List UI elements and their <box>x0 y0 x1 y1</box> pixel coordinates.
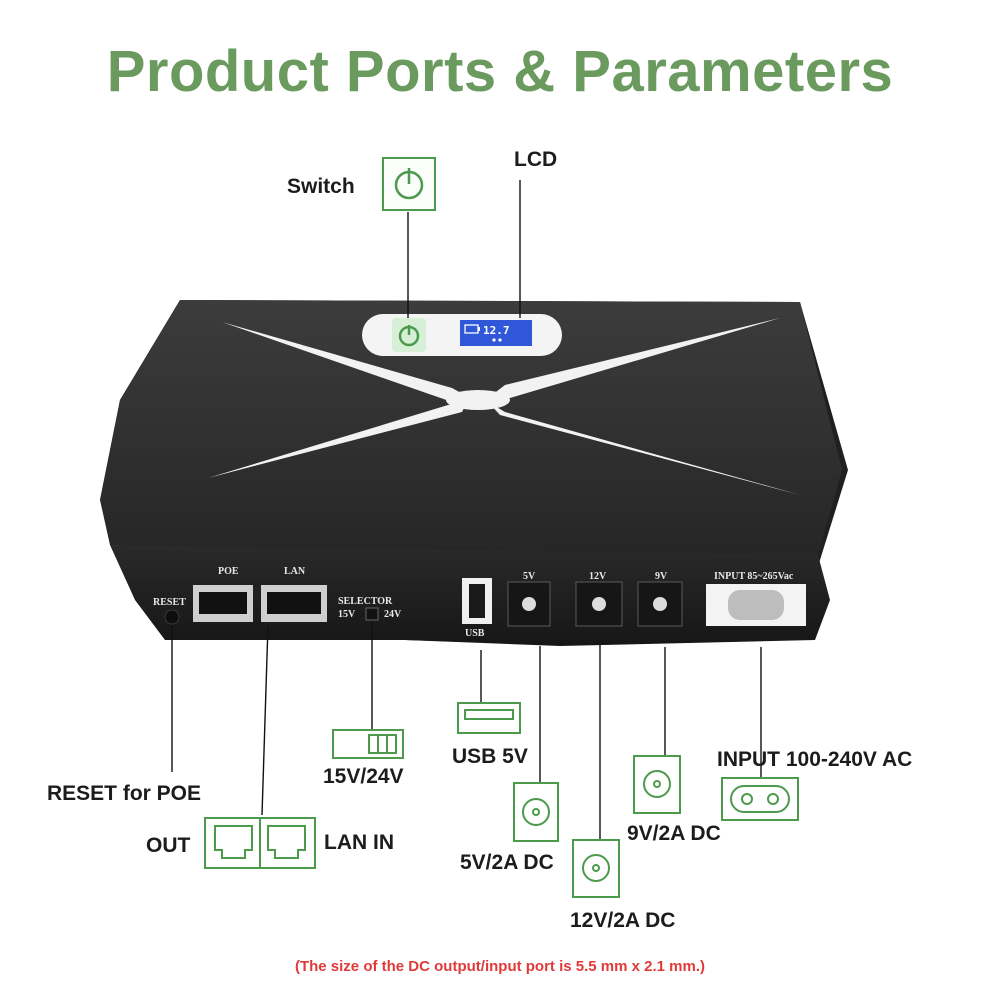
ac-inlet-icon <box>721 777 799 821</box>
toggle-switch-icon <box>332 729 404 759</box>
device-label-selector: SELECTOR <box>338 596 393 607</box>
label-input: INPUT 100-240V AC <box>717 748 913 771</box>
device-label-lan: LAN <box>284 566 306 577</box>
x-decoration <box>208 318 800 495</box>
label-dc-5v: 5V/2A DC <box>460 851 554 874</box>
device-label-24v: 24V <box>384 609 402 620</box>
device-label-reset: RESET <box>153 597 186 608</box>
label-dc-12v: 12V/2A DC <box>570 909 676 932</box>
label-out: OUT <box>146 834 191 857</box>
label-reset: RESET for POE <box>47 782 202 805</box>
page-title: Product Ports & Parameters <box>106 39 894 104</box>
reset-hole[interactable] <box>164 609 180 625</box>
device-label-5v: 5V <box>523 571 536 582</box>
front-panel <box>164 578 806 627</box>
lcd-screen: 12.7 <box>460 320 532 346</box>
device-label-15v: 15V <box>338 609 356 620</box>
device-label-input: INPUT 85~265Vac <box>714 571 794 582</box>
label-usb: USB 5V <box>452 745 528 768</box>
device-label-12v: 12V <box>589 571 607 582</box>
label-selector: 15V/24V <box>323 765 404 788</box>
leader-lines <box>171 180 762 840</box>
device-label-usb: USB <box>465 628 485 639</box>
usb-port-icon <box>457 702 521 734</box>
footnote: (The size of the DC output/input port is… <box>294 958 706 975</box>
label-lan-in: LAN IN <box>324 831 394 854</box>
device-label-9v: 9V <box>655 571 668 582</box>
ethernet-port-icon <box>204 817 316 869</box>
label-dc-9v: 9V/2A DC <box>627 822 721 845</box>
dc-jack-icon <box>513 755 681 898</box>
label-lcd: LCD <box>514 148 558 171</box>
lcd-readout: 12.7 <box>483 324 510 337</box>
label-switch: Switch <box>287 175 355 198</box>
power-button[interactable] <box>392 318 426 352</box>
device-label-poe: POE <box>218 566 239 577</box>
voltage-selector[interactable] <box>365 607 379 621</box>
power-icon <box>382 157 436 211</box>
